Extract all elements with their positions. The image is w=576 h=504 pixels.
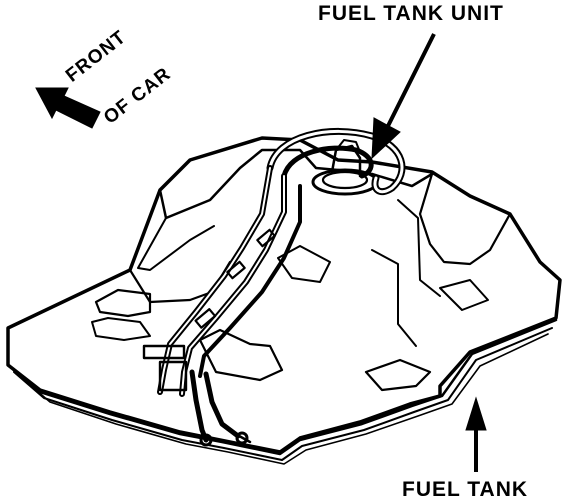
tank-pad-left-2 (91, 317, 151, 341)
hose-loop-outer-core (268, 129, 404, 194)
line-clip-5 (158, 360, 188, 392)
tank-pad-right (364, 358, 432, 392)
unit-connector (330, 144, 362, 178)
fuel-tank-unit-label: FUEL TANK UNIT (318, 2, 504, 25)
hose-loop-inner (281, 145, 374, 179)
hose-end-1 (199, 433, 213, 447)
line-clip-3 (194, 308, 217, 329)
hose-end-2 (235, 431, 249, 445)
line-clip-4 (142, 344, 186, 360)
tank-rim-line-2 (13, 327, 553, 461)
tank-cradle-2 (277, 245, 331, 283)
tank-top-ridge (158, 148, 434, 220)
tank-right-step (418, 172, 512, 266)
fuel-tank-unit-pointer-shaft (384, 33, 436, 131)
tank-pad-left (94, 288, 152, 318)
front-of-car-arrow (35, 87, 101, 129)
tank-pad-right-2 (439, 279, 489, 311)
fuel-line-1-core (159, 167, 271, 393)
tank-rim-line-1 (6, 318, 558, 456)
tank-cradle (198, 328, 284, 382)
fuel-line-3 (198, 184, 302, 378)
fuel-tank-unit-pointer-head (371, 117, 401, 160)
tank-outline (6, 136, 562, 454)
hose-end-fitting-2 (230, 430, 252, 444)
line-clip-1 (256, 228, 276, 248)
tank-top-ridge-2 (137, 217, 215, 271)
tank-rim-line-3 (21, 333, 549, 465)
drop-hose-1 (189, 369, 209, 443)
tank-side-fold-2 (397, 199, 441, 297)
line-clip-2 (226, 260, 246, 280)
unit-cap (335, 139, 361, 153)
tank-recess-left (128, 260, 232, 304)
fuel-tank-label: FUEL TANK (402, 478, 529, 501)
unit-flange-inner (321, 170, 369, 190)
fuel-tank-pointer-head (465, 396, 487, 431)
tank-side-fold (371, 249, 417, 347)
drop-hose-2 (203, 371, 241, 439)
